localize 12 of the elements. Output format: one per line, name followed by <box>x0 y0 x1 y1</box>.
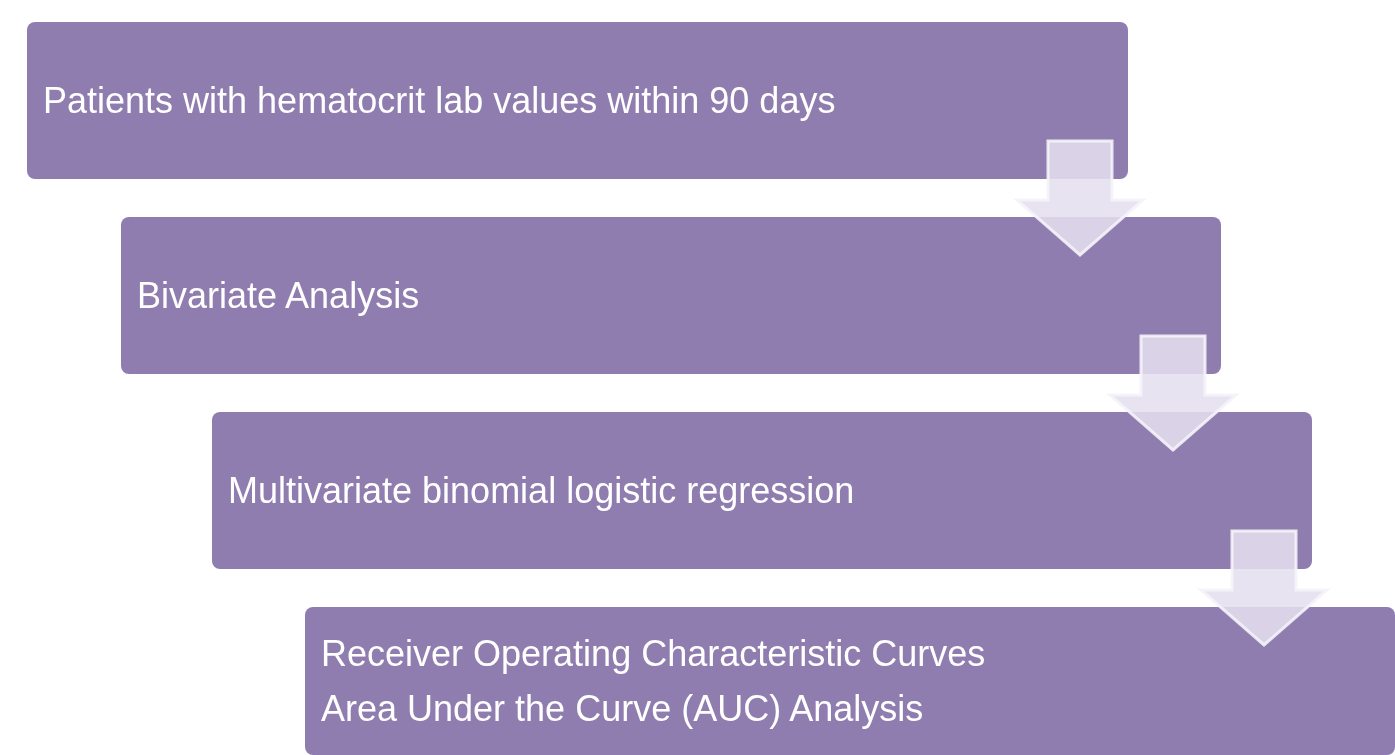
down-arrow <box>1106 334 1240 452</box>
process-box <box>305 607 1395 755</box>
step-text: Multivariate binomial logistic regression <box>228 469 856 513</box>
process-box <box>121 217 1221 374</box>
down-arrow <box>1197 529 1331 647</box>
step-text: Area Under the Curve (AUC) Analysis <box>321 687 925 731</box>
step-text: Patients with hematocrit lab values within 90 days <box>43 79 837 123</box>
down-arrow <box>1013 139 1147 257</box>
process-box <box>212 412 1312 569</box>
step-text: Bivariate Analysis <box>137 274 421 318</box>
step-text: Receiver Operating Characteristic Curves <box>321 632 987 676</box>
process-box <box>27 22 1128 179</box>
